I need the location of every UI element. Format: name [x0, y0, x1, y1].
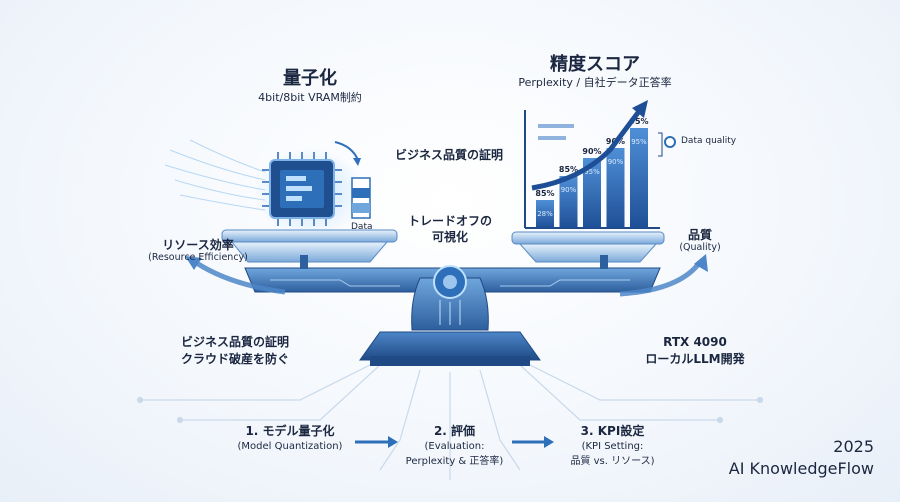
- chart-bar: [583, 158, 601, 228]
- step-2-sub1: (Evaluation:: [424, 441, 485, 452]
- step-1: 1. モデル量子化 (Model Quantization): [225, 424, 355, 454]
- quality-subtitle: (Quality): [679, 242, 721, 253]
- bar-inner-label: 90%: [608, 158, 624, 166]
- accuracy-title: 精度スコア: [550, 54, 640, 75]
- data-label: Data: [351, 222, 373, 232]
- step-1-sub: (Model Quantization): [237, 441, 343, 452]
- bottom-left-note: ビジネス品質の証明 クラウド破産を防ぐ: [155, 334, 315, 368]
- brand-name: AI KnowledgeFlow: [728, 459, 874, 478]
- bar-inner-label: 90%: [561, 186, 577, 194]
- bar-inner-label: 95%: [631, 138, 647, 146]
- chip-arrow: [334, 141, 359, 161]
- step-arrows: [355, 436, 554, 448]
- bottom-right-note: RTX 4090 ローカルLLM開発: [630, 334, 760, 368]
- brand-year: 2025: [833, 437, 874, 456]
- data-stack-icon: [351, 177, 371, 219]
- chart-bar: [536, 200, 554, 228]
- tradeoff-label: トレードオフの 可視化: [395, 213, 505, 245]
- tradeoff-line2: 可視化: [431, 230, 468, 244]
- chart-bar: [559, 176, 578, 228]
- left-pan: [221, 229, 398, 263]
- step-3-sub2: 品質 vs. リソース): [570, 456, 655, 467]
- bar-top-label: 85%: [535, 189, 554, 198]
- bottom-right-line2: ローカルLLM開発: [645, 352, 745, 366]
- bottom-left-line2: クラウド破産を防ぐ: [180, 352, 289, 366]
- bar-top-label: 95%: [629, 117, 648, 126]
- quality-title: 品質: [687, 228, 712, 242]
- chart-bar: [630, 128, 648, 228]
- resource-efficiency-title: リソース効率: [162, 238, 234, 252]
- step-3: 3. KPI設定 (KPI Setting: 品質 vs. リソース): [550, 424, 675, 469]
- legend-label: Data quality: [681, 136, 737, 146]
- circuit-traces: [136, 359, 764, 480]
- step-3-sub1: (KPI Setting:: [581, 441, 644, 452]
- bar-top-label: 90%: [582, 147, 601, 156]
- accuracy-subtitle: Perplexity / 自社データ正答率: [518, 76, 672, 89]
- legend-marker: [664, 136, 676, 148]
- tradeoff-line1: トレードオフの: [407, 214, 492, 228]
- trend-arrow: [531, 108, 643, 191]
- resource-efficiency-subtitle: (Resource Efficiency): [148, 252, 248, 263]
- scale-pillar: [359, 265, 541, 366]
- chart-bar: [606, 148, 625, 228]
- business-proof-label: ビジネス品質の証明: [395, 148, 504, 162]
- step-3-title: 3. KPI設定: [580, 424, 645, 438]
- accuracy-chart: 85%28%85%90%90%95%90%90%95%95%: [524, 100, 676, 229]
- right-curve-arrow: [619, 260, 703, 297]
- cpu-chip-icon: [255, 148, 365, 238]
- data-stream: [164, 139, 266, 211]
- bottom-right-line1: RTX 4090: [663, 335, 727, 349]
- step-2: 2. 評価 (Evaluation: Perplexity & 正答率): [392, 424, 517, 469]
- quantization-subtitle: 4bit/8bit VRAM制約: [258, 91, 362, 104]
- quantization-title: 量子化: [283, 68, 337, 89]
- bottom-left-line1: ビジネス品質の証明: [180, 335, 289, 349]
- step-2-title: 2. 評価: [433, 424, 476, 438]
- right-pan: [511, 231, 665, 263]
- bar-inner-label: 95%: [584, 168, 600, 176]
- bar-top-label: 85%: [559, 165, 578, 174]
- bar-inner-label: 28%: [537, 210, 553, 218]
- left-curve-arrow: [193, 259, 286, 295]
- step-1-title: 1. モデル量子化: [245, 424, 335, 438]
- step-2-sub2: Perplexity & 正答率): [405, 456, 504, 467]
